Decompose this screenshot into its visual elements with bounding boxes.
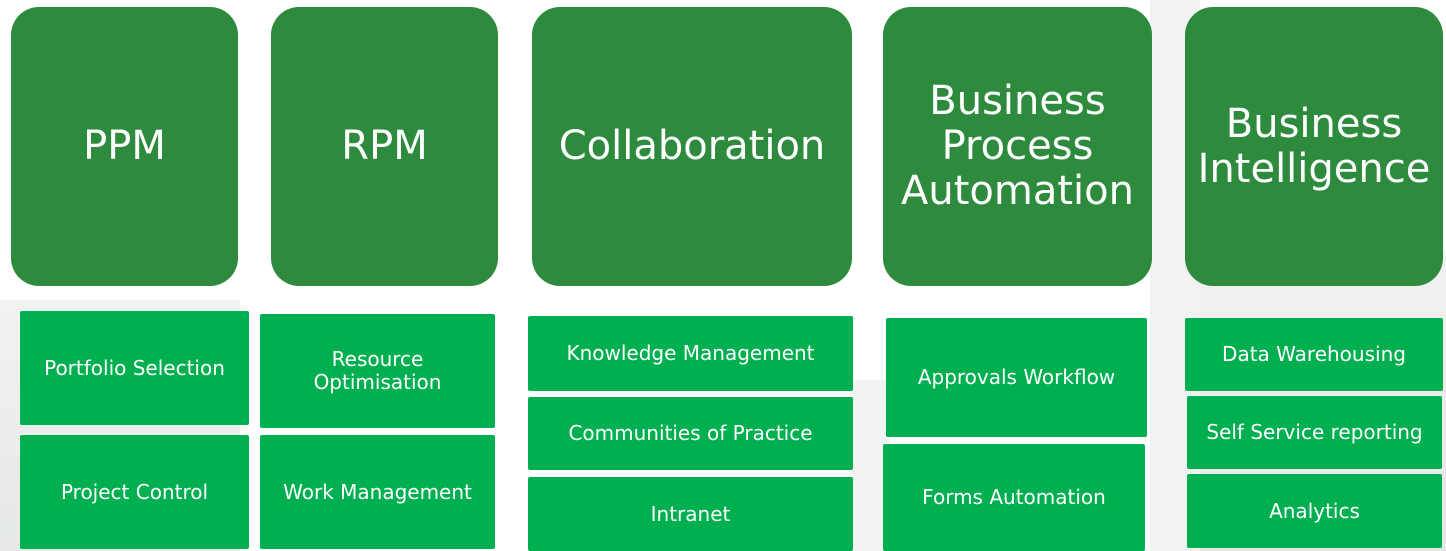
- item-knowledge-management: Knowledge Management: [528, 316, 853, 391]
- header-business-process-automation: Business Process Automation: [883, 7, 1152, 286]
- header-ppm: PPM: [11, 7, 238, 286]
- item-project-control: Project Control: [20, 435, 249, 549]
- item-data-warehousing: Data Warehousing: [1185, 318, 1443, 391]
- item-communities-of-practice: Communities of Practice: [528, 397, 853, 470]
- item-label: Project Control: [60, 479, 209, 504]
- item-label: Intranet: [650, 501, 731, 526]
- item-label: Work Management: [283, 479, 472, 504]
- header-business-intelligence-label: Business Intelligence: [1197, 100, 1431, 192]
- item-work-management: Work Management: [260, 435, 495, 549]
- header-rpm: RPM: [271, 7, 498, 286]
- item-label: Data Warehousing: [1222, 342, 1406, 366]
- header-collaboration-label: Collaboration: [558, 123, 826, 170]
- header-business-process-automation-label: Business Process Automation: [901, 78, 1134, 214]
- item-label: Analytics: [1269, 498, 1360, 523]
- item-resource-optimisation: Resource Optimisation: [260, 314, 495, 428]
- item-label: Resource Optimisation: [313, 347, 442, 394]
- item-self-service-reporting: Self Service reporting: [1187, 396, 1442, 469]
- item-label: Self Service reporting: [1206, 420, 1423, 444]
- item-portfolio-selection: Portfolio Selection: [20, 311, 249, 425]
- item-label: Approvals Workflow: [917, 365, 1116, 389]
- item-intranet: Intranet: [528, 477, 853, 551]
- item-approvals-workflow: Approvals Workflow: [886, 318, 1147, 437]
- header-business-intelligence: Business Intelligence: [1185, 7, 1443, 286]
- header-rpm-label: RPM: [341, 123, 428, 170]
- header-collaboration: Collaboration: [532, 7, 852, 286]
- item-label: Communities of Practice: [568, 421, 813, 445]
- item-analytics: Analytics: [1187, 474, 1442, 548]
- item-label: Knowledge Management: [566, 341, 815, 365]
- item-forms-automation: Forms Automation: [883, 444, 1145, 551]
- header-ppm-label: PPM: [83, 123, 166, 170]
- item-label: Forms Automation: [922, 485, 1106, 509]
- item-label: Portfolio Selection: [44, 355, 225, 380]
